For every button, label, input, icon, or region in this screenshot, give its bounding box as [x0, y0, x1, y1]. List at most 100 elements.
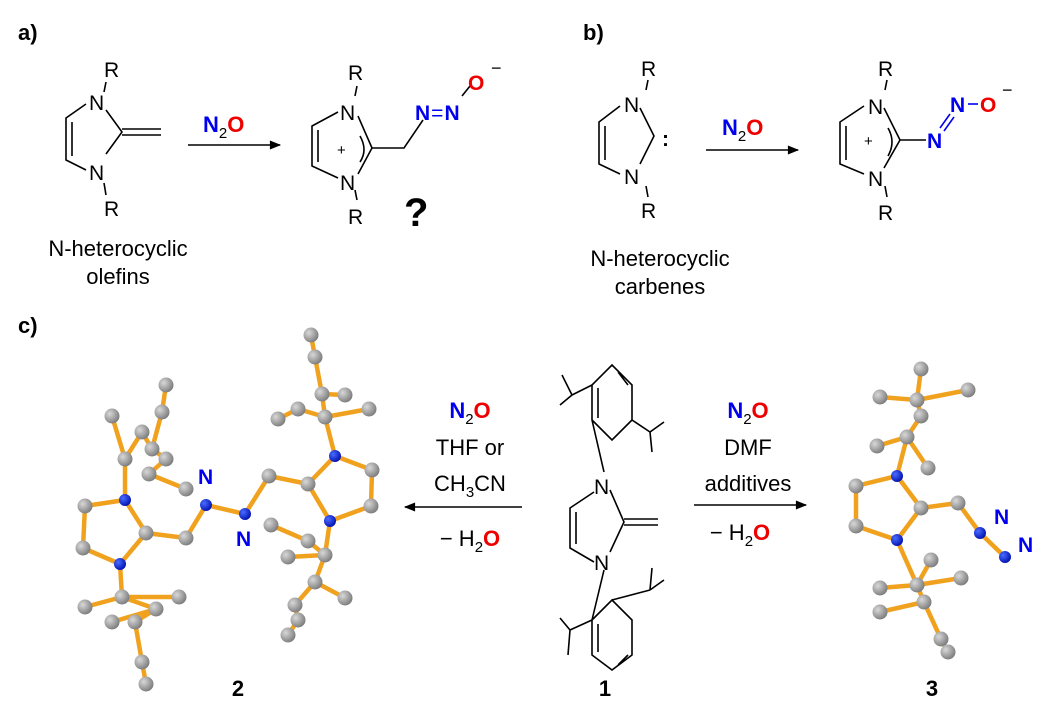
carbon-atom [117, 451, 133, 467]
carbon-atom [104, 614, 120, 630]
carbon-atom [909, 577, 925, 593]
panel-a: a) R N N R N-heterocyclic olefins N2O R … [18, 20, 502, 289]
compound-2-nitrogen-label-1: N [198, 466, 213, 489]
bond-lines [839, 79, 926, 198]
solvent-line-2: CH3CN [434, 471, 506, 501]
carbon-atom [303, 327, 319, 343]
double-bond [939, 113, 955, 132]
oxygen-atom: O [980, 94, 996, 117]
nitrogen-bottom: N [89, 162, 104, 185]
carbon-atom [940, 644, 956, 660]
carbon-atom [138, 676, 154, 692]
carbon-atom [144, 441, 160, 457]
carbon-atom [909, 392, 925, 408]
carbon-atom [148, 601, 164, 617]
nitrogen-top: N [624, 94, 639, 117]
carbon-atom [290, 612, 306, 628]
bond-lines [65, 81, 161, 196]
charge-arc [359, 135, 365, 163]
byproduct-water-right: − H2O [710, 520, 770, 550]
carbon-atom [960, 382, 976, 398]
carbene-lone-pair: : [662, 128, 669, 151]
carbon-atom [872, 389, 888, 405]
bond-stick [914, 387, 971, 403]
nitrogen-top: N [594, 476, 609, 499]
nitrogen-atom [200, 499, 212, 511]
carbon-atom [317, 409, 333, 425]
carbon-atom [869, 438, 885, 454]
crystal-structure-2 [75, 327, 380, 692]
carbon-atom [138, 525, 154, 541]
nitrogen-top: N [868, 96, 883, 119]
carbon-atom [364, 462, 380, 478]
carbon-atom [953, 570, 969, 586]
carbon-atom [337, 590, 353, 606]
compound-2-nitrogen-label-2: N [236, 528, 251, 551]
carbon-atom [916, 594, 932, 610]
carbon-atom [114, 589, 130, 605]
positive-charge: + [337, 142, 346, 159]
carbon-atom [261, 468, 277, 484]
carbon-atom [178, 530, 194, 546]
nitrogen-bottom: N [340, 172, 355, 195]
additives-label: additives [705, 471, 792, 496]
carbon-atom [913, 500, 929, 516]
azo-nitrogen-1: N [927, 130, 942, 153]
nitrogen-top: N [89, 92, 104, 115]
r-group-bottom: R [104, 198, 119, 221]
nitrogen-atom [329, 450, 341, 462]
nitrogen-bottom: N [624, 166, 639, 189]
question-mark: ? [404, 191, 428, 235]
r-group-top: R [348, 62, 363, 85]
panel-label-a: a) [18, 20, 38, 45]
carbon-atom [933, 631, 949, 647]
bond-stick [203, 502, 248, 517]
carbon-atom [300, 533, 316, 549]
compound-number-1: 1 [599, 676, 611, 701]
carbon-atom [848, 478, 864, 494]
nitrogen-atom [114, 558, 126, 570]
carbon-atom [280, 549, 296, 565]
right-reaction-conditions: N2O DMF additives − H2O [694, 398, 808, 550]
carbon-atom [104, 408, 120, 424]
carbon-atom [363, 498, 379, 514]
reagent-n2o-b: N2O [722, 115, 763, 145]
carbon-atom [280, 627, 296, 643]
solvent-line-1: THF or [436, 435, 504, 460]
reagent-n2o-right: N2O [727, 398, 768, 428]
bond-lines [598, 79, 655, 198]
carbon-atom [314, 386, 330, 402]
negative-charge: − [491, 58, 502, 78]
carbon-atom [134, 424, 150, 440]
carbon-atom [178, 481, 194, 497]
nitrogen-atom [999, 551, 1011, 563]
panel-c: c) N N 1 N2O THF or CH3CN − H2O N2O DMF … [18, 313, 1033, 701]
carbon-atom [899, 429, 915, 445]
compound-number-2: 2 [232, 676, 244, 701]
carbon-atom [158, 451, 174, 467]
reagent-n2o-a: N2O [203, 112, 244, 142]
nitrogen-bottom: N [868, 168, 883, 191]
panel-label-b: b) [583, 20, 604, 45]
carbon-atom [158, 377, 174, 393]
panel-b: b) R N : N R N-heterocyclic carbenes N2O… [583, 20, 1013, 299]
carbon-atom [75, 540, 91, 556]
r-group-bottom: R [348, 206, 363, 229]
carbon-atom [872, 604, 888, 620]
carbon-atom [263, 517, 279, 533]
nhc-reactant-structure: R N : N R [598, 58, 669, 223]
carbon-atom [361, 401, 377, 417]
nhc-caption-line2: carbenes [615, 274, 706, 299]
carbon-atom [290, 401, 306, 417]
nho-reactant-structure: R N N R [65, 59, 161, 221]
compound-number-3: 3 [926, 676, 938, 701]
r-group-top: R [641, 58, 656, 81]
nitrogen-atom [891, 470, 903, 482]
carbon-atom [77, 599, 93, 615]
bond-stick [894, 537, 920, 588]
r-group-top: R [878, 58, 893, 81]
carbon-atom [317, 547, 333, 563]
bond-lines [311, 85, 471, 201]
solvent-dmf: DMF [724, 435, 772, 460]
